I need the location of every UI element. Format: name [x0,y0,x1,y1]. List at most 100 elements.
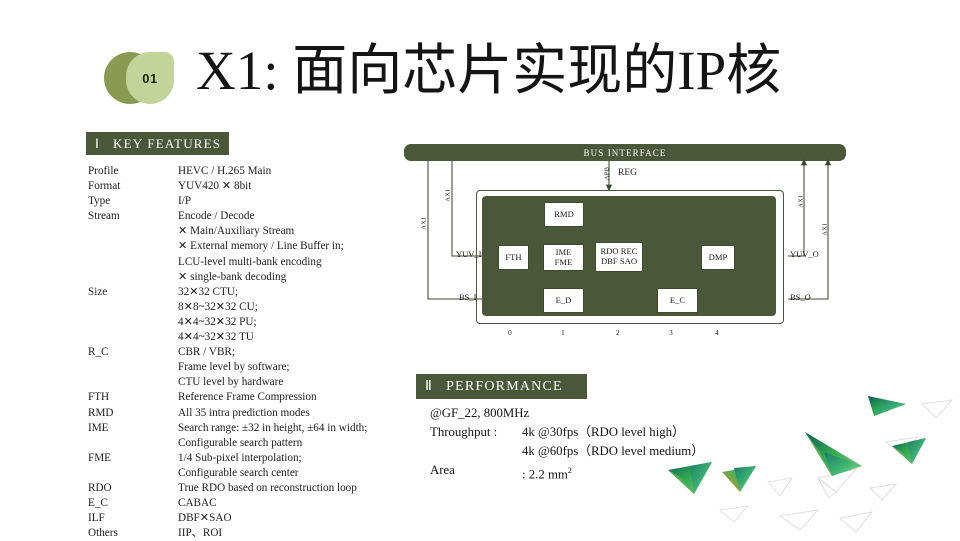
architecture-diagram: BUS INTERFACE [404,140,856,346]
key-feature-row: Configurable search pattern [88,436,418,451]
key-feature-row: 4✕4~32✕32 PU; [88,315,418,330]
decorative-triangles [668,396,954,533]
key-feature-row: 4✕4~32✕32 TU [88,330,418,345]
bus-interface-bar: BUS INTERFACE [404,144,846,161]
key-feature-label [88,436,178,451]
diagram-outer-frame [476,190,784,324]
key-feature-value: ✕ Main/Auxiliary Stream [178,225,295,238]
label-reg: REG [618,168,637,178]
key-feature-value: ✕ single-bank decoding [178,270,287,283]
key-feature-value: DBF✕SAO [178,512,232,525]
block-ec: E_C [657,288,698,313]
performance-heading-label: PERFORMANCE [446,378,563,394]
key-feature-row: ✕ single-bank decoding [88,270,418,285]
key-feature-label: Format [88,180,121,193]
key-features-header: Ⅰ KEY FEATURES [86,132,229,155]
key-feature-label [88,224,178,239]
key-feature-value: True RDO based on reconstruction loop [178,481,357,494]
axis-number-4: 4 [715,328,719,337]
key-feature-value: HEVC / H.265 Main [178,165,272,177]
key-feature-label: RMD [88,406,114,419]
block-dmp-line1: DMP [708,251,728,262]
key-feature-label: FME [88,451,112,464]
performance-value-superscript: 2 [567,466,572,475]
key-feature-value: CBR / VBR; [178,346,235,359]
key-feature-row: R_C CBR / VBR; [88,345,418,360]
key-feature-value: YUV420 ✕ 8bit [178,180,252,193]
key-feature-value: Configurable search pattern [178,436,303,449]
key-feature-label [88,360,178,375]
key-feature-row: CTU level by hardware [88,375,418,390]
label-apb: APB [603,166,611,181]
key-feature-row: LCU-level multi-bank encoding [88,255,418,270]
label-yuv-in: YUV_I [456,249,482,259]
key-feature-value: Configurable search center [178,466,299,479]
badge-number-label: 01 [142,70,158,86]
key-feature-label: Others [88,527,118,540]
axis-number-0: 0 [508,328,512,337]
block-ime-line1: IME [555,246,572,257]
key-feature-label: Profile [88,165,119,177]
key-feature-label [88,315,178,330]
performance-value: 4k @30fps（RDO level high） [522,423,704,442]
key-feature-row: Type I/P [88,194,418,209]
key-feature-label: R_C [88,346,109,359]
slide-number-badge: 01 [104,52,174,104]
label-axi-right-inner: AXI [797,195,805,208]
key-feature-value: 4✕4~32✕32 PU; [178,315,257,328]
label-bs-out: BS_O [790,292,811,302]
key-feature-label [88,466,178,481]
key-feature-value: Frame level by software; [178,361,290,374]
key-feature-value: 4✕4~32✕32 TU [178,331,254,344]
block-rdo-rec-dbf-sao: RDO REC DBF SAO [595,242,643,272]
key-feature-row: Size 32✕32 CTU; [88,285,418,300]
block-ed: E_D [543,288,584,313]
key-feature-row: Frame level by software; [88,360,418,375]
key-feature-value: 32✕32 CTU; [178,285,239,298]
axis-number-3: 3 [669,328,673,337]
key-feature-label [88,300,178,315]
key-feature-value: 1/4 Sub-pixel interpolation; [178,451,302,464]
key-feature-value: I/P [178,195,192,208]
key-feature-label [88,375,178,390]
block-rdo-line2: DBF SAO [600,256,638,266]
key-feature-value: Search range: ±32 in height, ±64 in widt… [178,421,368,434]
key-feature-label: Type [88,195,111,208]
key-feature-label: ILF [88,512,105,525]
key-feature-label: IME [88,421,109,434]
label-axi-left-outer: AXI [420,217,428,230]
label-axi-left-inner: AXI [444,189,452,202]
key-feature-row: FME 1/4 Sub-pixel interpolation; [88,451,418,466]
block-rmd-line1: RMD [554,208,574,219]
performance-row: Area: 2.2 mm2 [430,461,704,484]
axis-number-2: 2 [616,328,620,337]
key-feature-label [88,255,178,270]
key-feature-label [88,330,178,345]
key-feature-label: FTH [88,391,110,404]
performance-value-text: 4k @60fps（RDO level medium） [522,444,705,458]
performance-label: Throughput : [430,425,498,439]
performance-value-text: : 2.2 mm [522,467,568,482]
key-feature-label: Size [88,285,108,298]
key-feature-row: 8✕8~32✕32 CU; [88,300,418,315]
key-feature-row: IME Search range: ±32 in height, ±64 in w… [88,421,418,436]
key-feature-row: ✕ External memory / Line Buffer in; [88,239,418,254]
block-dmp: DMP [701,245,735,270]
block-rmd: RMD [544,202,584,227]
key-feature-row: Profile HEVC / H.265 Main [88,164,418,179]
label-bs-in: BS_I [459,292,477,302]
key-feature-row: ✕ Main/Auxiliary Stream [88,224,418,239]
performance-value: 4k @60fps（RDO level medium） [522,442,704,461]
block-fme-line2: FME [554,256,573,267]
block-rdo-line1: RDO REC [600,246,638,257]
performance-header: Ⅱ PERFORMANCE [416,374,587,399]
badge-leaf-shape [126,52,174,104]
